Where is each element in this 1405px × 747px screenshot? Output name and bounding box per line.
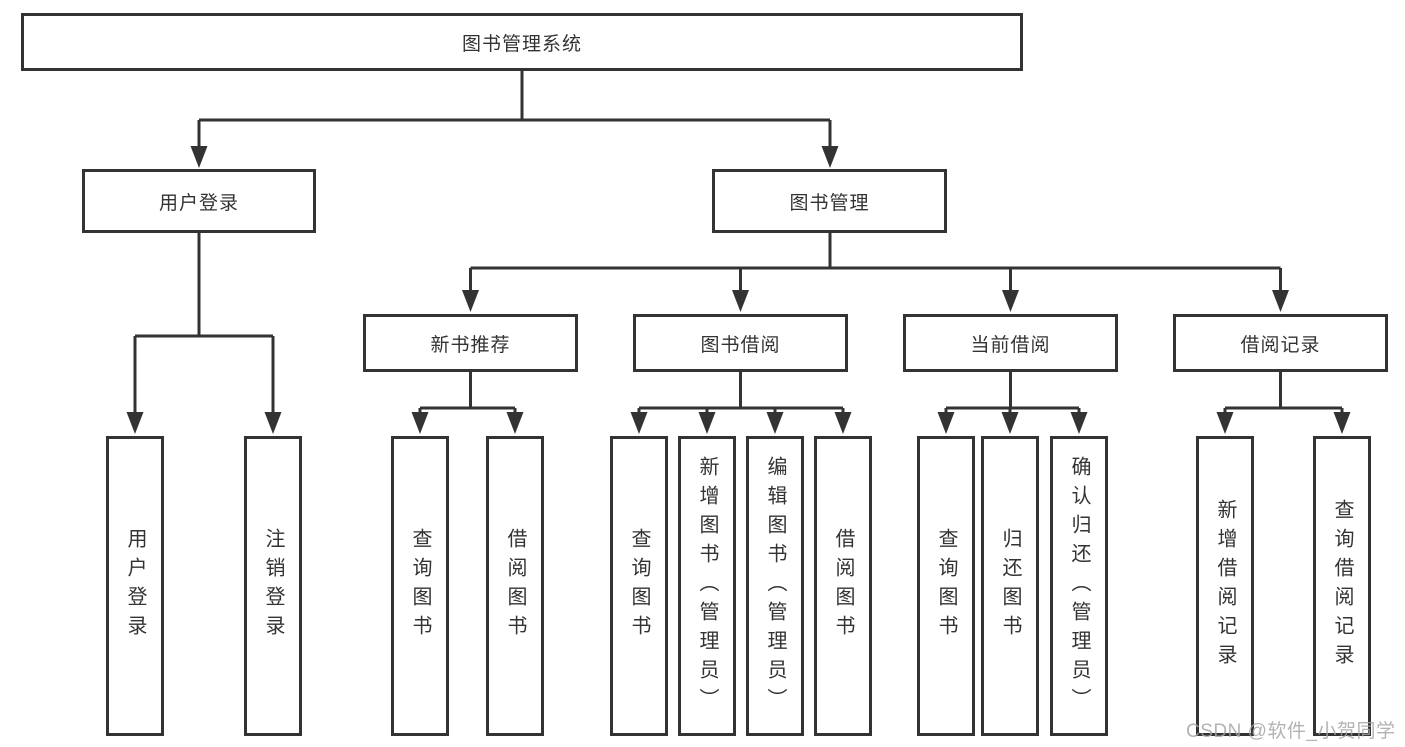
leaf-user-login: 用户登录 bbox=[106, 436, 164, 736]
arrowheads bbox=[126, 146, 1351, 434]
node-current-borrow: 当前借阅 bbox=[903, 314, 1118, 372]
node-book-management: 图书管理 bbox=[712, 169, 947, 233]
leaf-borrow-books: 借阅图书 bbox=[814, 436, 872, 736]
leaf-edit-books-admin: 编辑图书（管理员） bbox=[746, 436, 804, 736]
leaf-logout: 注销登录 bbox=[244, 436, 302, 736]
leaf-return-books: 归还图书 bbox=[981, 436, 1039, 736]
node-user-login: 用户登录 bbox=[82, 169, 316, 233]
leaf-query-books-borrow: 查询图书 bbox=[610, 436, 668, 736]
leaf-add-books-admin: 新增图书（管理员） bbox=[678, 436, 736, 736]
node-book-borrow: 图书借阅 bbox=[633, 314, 848, 372]
leaf-query-books-current: 查询图书 bbox=[917, 436, 975, 736]
leaf-borrow-books-recommend: 借阅图书 bbox=[486, 436, 544, 736]
csdn-watermark: CSDN @软件_小贺同学 bbox=[1186, 721, 1396, 742]
node-new-book-recommend: 新书推荐 bbox=[363, 314, 578, 372]
connector-strokes bbox=[133, 71, 1344, 413]
node-root-system: 图书管理系统 bbox=[21, 13, 1023, 71]
leaf-query-books-recommend: 查询图书 bbox=[391, 436, 449, 736]
leaf-confirm-return-admin: 确认归还（管理员） bbox=[1050, 436, 1108, 736]
leaf-add-borrow-record: 新增借阅记录 bbox=[1196, 436, 1254, 736]
node-borrow-records: 借阅记录 bbox=[1173, 314, 1388, 372]
leaf-query-borrow-record: 查询借阅记录 bbox=[1313, 436, 1371, 736]
